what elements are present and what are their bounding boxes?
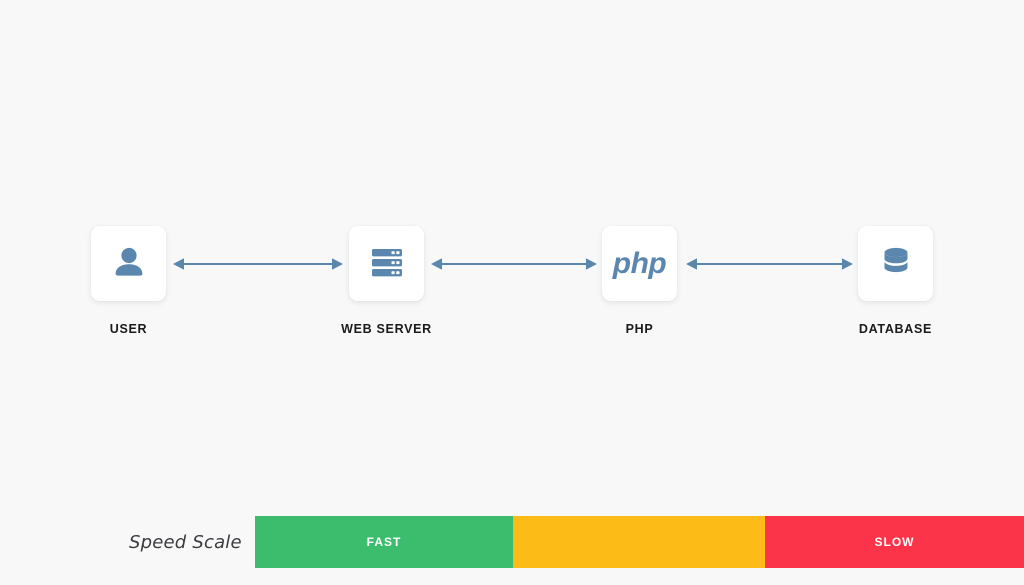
connector-php-to-database	[686, 255, 853, 273]
node-php-label: PHP	[625, 322, 654, 336]
speed-scale-bar: FAST SLOW	[255, 516, 1024, 568]
speed-segment-slow[interactable]: SLOW	[765, 516, 1024, 568]
speed-scale: Speed Scale FAST SLOW	[0, 516, 1024, 568]
php-logo-icon: php	[612, 246, 667, 280]
database-icon	[876, 241, 916, 286]
node-web-server-label: WEB SERVER	[341, 322, 432, 336]
node-database[interactable]: DATABASE	[858, 226, 933, 336]
speed-segment-fast-label: FAST	[366, 535, 402, 549]
user-icon	[109, 241, 149, 286]
connector-user-to-web-server	[173, 255, 343, 273]
speed-segment-slow-label: SLOW	[874, 535, 915, 549]
node-php[interactable]: php PHP	[602, 226, 677, 336]
server-icon	[367, 241, 407, 286]
node-database-label: DATABASE	[858, 322, 933, 336]
node-user-card[interactable]	[91, 226, 166, 301]
connector-web-server-to-php	[431, 255, 597, 273]
speed-segment-fast[interactable]: FAST	[255, 516, 513, 568]
node-php-card[interactable]: php	[602, 226, 677, 301]
speed-scale-label: Speed Scale	[129, 531, 242, 553]
node-web-server[interactable]: WEB SERVER	[341, 226, 431, 336]
node-database-card[interactable]	[858, 226, 933, 301]
node-user[interactable]: USER	[91, 226, 166, 336]
node-web-server-card[interactable]	[349, 226, 424, 301]
node-user-label: USER	[109, 322, 148, 336]
speed-segment-moderate[interactable]	[513, 516, 765, 568]
architecture-flow: USER	[0, 226, 1024, 346]
